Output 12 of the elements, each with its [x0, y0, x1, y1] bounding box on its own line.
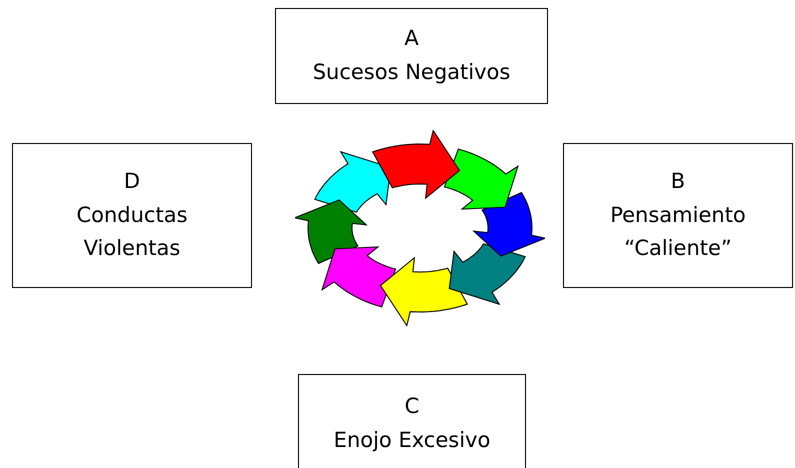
box-text: Sucesos Negativos [312, 59, 510, 86]
box-letter: B [670, 168, 686, 196]
box-text: Pensamiento “Caliente” [609, 202, 747, 262]
text-box [12, 143, 252, 288]
box-letter: A [404, 25, 419, 52]
box-text: Enojo Excesivo [334, 427, 490, 454]
box-text: Conductas Violentas [75, 202, 189, 262]
text-box [298, 374, 526, 468]
text-box [275, 8, 548, 104]
box-letter: D [124, 168, 140, 196]
box-letter: C [404, 393, 420, 420]
text-box [563, 143, 793, 288]
